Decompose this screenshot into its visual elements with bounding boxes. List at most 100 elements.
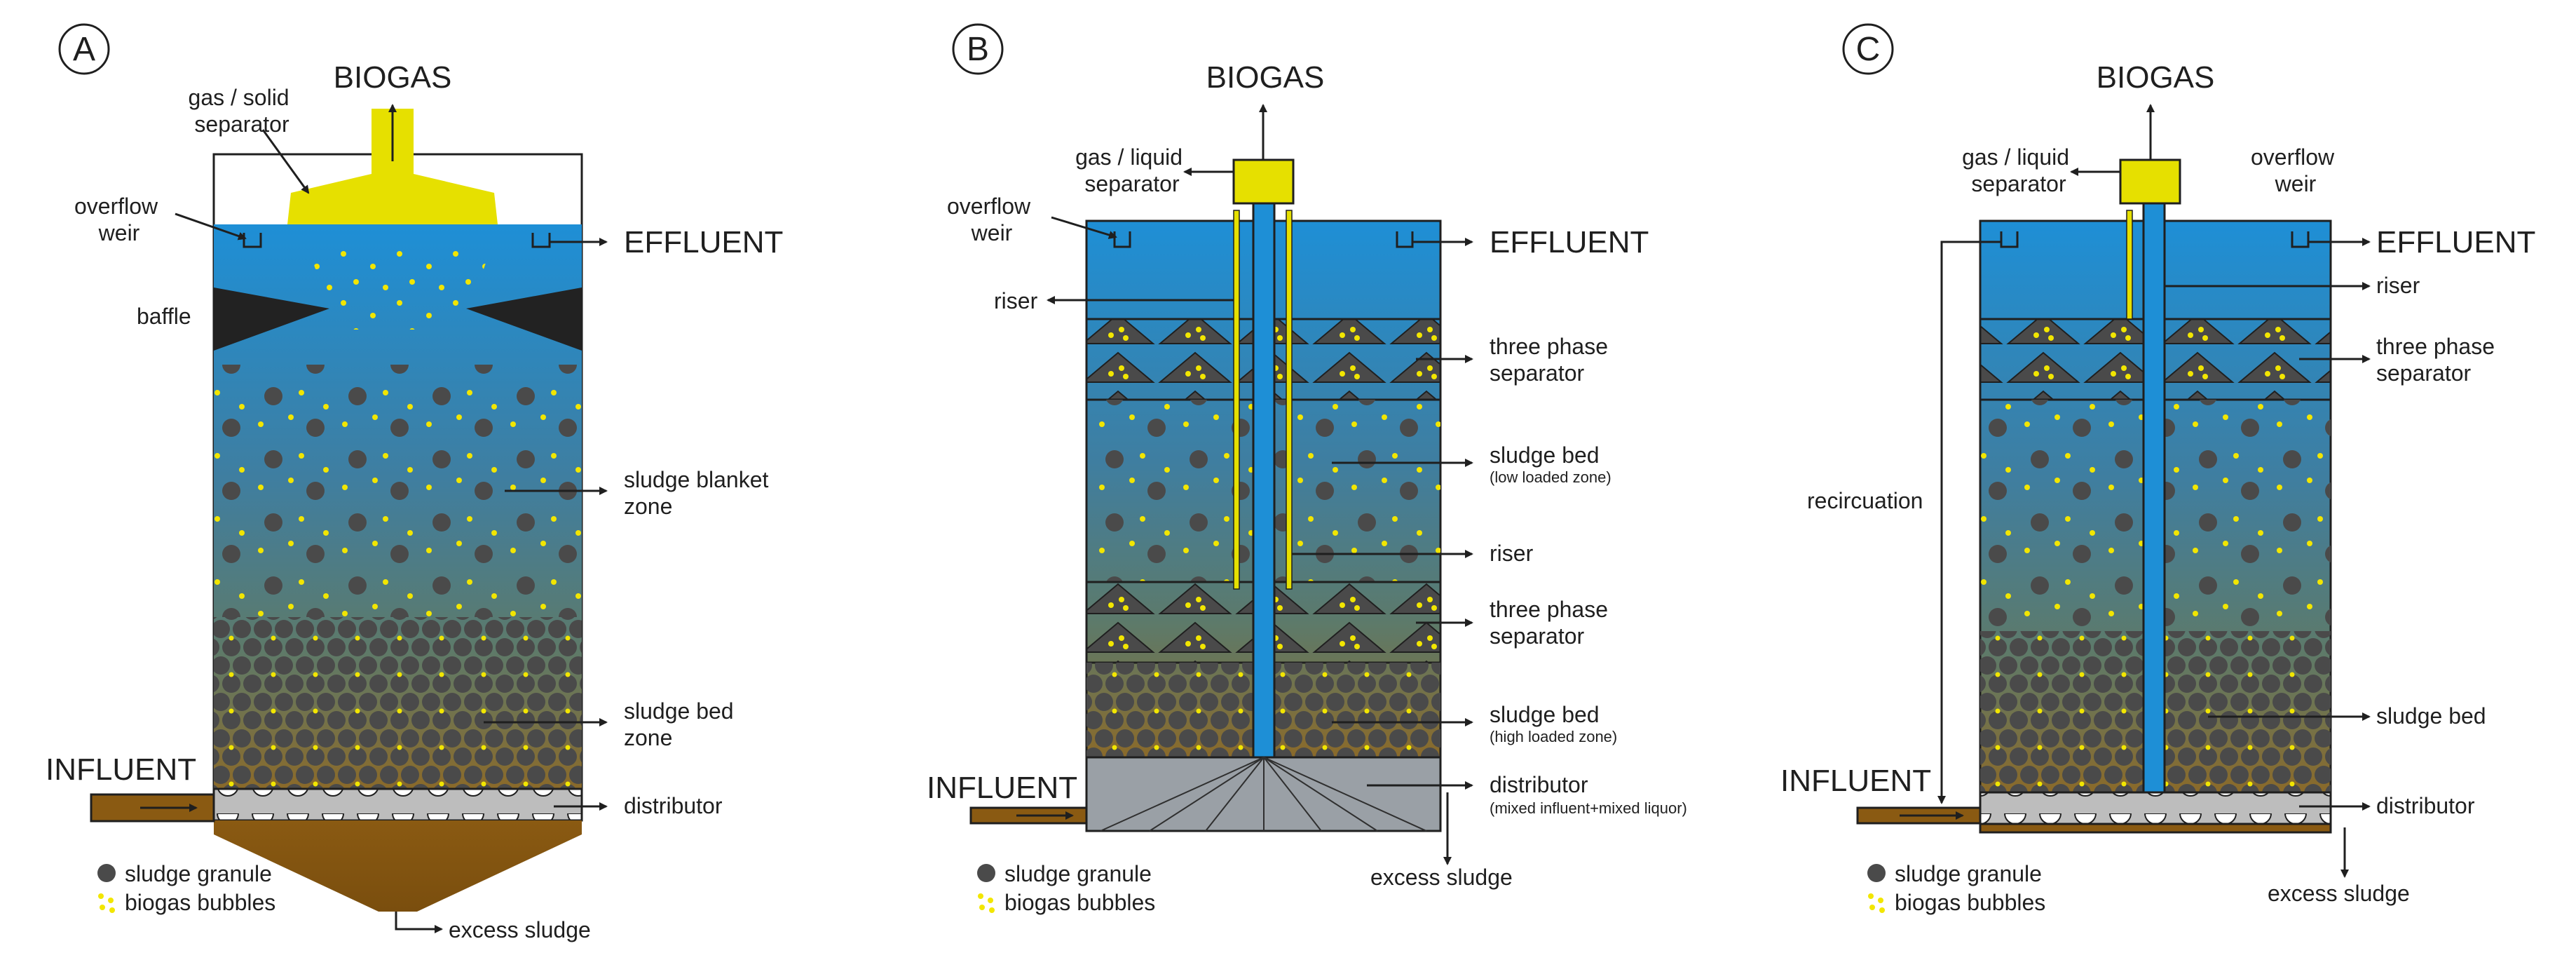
panel-b-badge <box>952 23 1004 75</box>
biogas-label-c: BIOGAS <box>2097 60 2215 95</box>
tps2-label-b-line1: three phase <box>1490 597 1608 622</box>
riser-right-label-b: riser <box>1490 541 1534 566</box>
baffle-left-a <box>214 288 329 351</box>
influent-label-b: INFLUENT <box>927 771 1077 805</box>
bed-label-a: sludge bed zone <box>624 698 740 750</box>
weir-label-a: overflow weir <box>74 194 164 245</box>
separator-label-c: gas / liquid separator <box>1962 144 2076 196</box>
weir-label-b-line2: weir <box>971 220 1013 245</box>
distributor-sub-b: (mixed influent+mixed liquor) <box>1490 799 1687 817</box>
panel-c-badge <box>1842 23 1894 75</box>
recirculation-line-c <box>1937 241 2001 804</box>
riser-pipe-b1 <box>1233 210 1240 590</box>
weir-label-b-line1: overflow <box>947 194 1031 219</box>
baffle-right-a <box>466 288 582 351</box>
weir-label-c-line2: weir <box>2275 171 2317 196</box>
separator-label-b-line2: separator <box>1084 171 1180 196</box>
excess-label-a: excess sludge <box>449 917 591 942</box>
panel-c: C BIOGAS gas / liquid separator overflow… <box>1780 23 2535 915</box>
excess-label-c: excess sludge <box>2268 881 2410 906</box>
panel-a: A BIOGAS gas / solid separator <box>46 23 783 942</box>
gas-solid-separator-a <box>287 109 498 224</box>
tps-label-c-line1: three phase <box>2376 334 2495 359</box>
bed-label-a-line1: sludge bed <box>624 698 734 724</box>
panel-b: B BIOGAS gas / liquid <box>927 23 1687 915</box>
weir-right-a <box>531 233 551 248</box>
baffle-label-a: baffle <box>137 304 191 329</box>
legend-bubble-b: biogas bubbles <box>1004 890 1155 915</box>
bed-low-sub-b: (low loaded zone) <box>1490 468 1611 486</box>
separator-label-a: gas / solid separator <box>189 85 296 137</box>
legend-granule-icon-a <box>97 864 116 882</box>
effluent-label-c: EFFLUENT <box>2376 225 2535 259</box>
downcomer-b <box>1252 202 1276 759</box>
distributor-label-b: distributor <box>1490 772 1588 797</box>
weir-leader-b <box>1051 216 1117 239</box>
effluent-label-a: EFFLUENT <box>624 225 783 259</box>
weir-label-a-line1: overflow <box>74 194 158 219</box>
distributor-label-a: distributor <box>624 793 723 818</box>
weir-left-c <box>2000 231 2019 248</box>
weir-label-c-line1: overflow <box>2251 144 2335 170</box>
separator-label-a-line1: gas / solid <box>189 85 289 110</box>
separator-label-b-line1: gas / liquid <box>1075 144 1183 170</box>
sludge-drain-c <box>1979 823 2332 834</box>
blanket-label-a: sludge blanket zone <box>624 467 775 519</box>
distributor-c <box>1979 791 2332 825</box>
panel-b-letter: B <box>967 31 989 68</box>
legend-bubble-a: biogas bubbles <box>125 890 275 915</box>
tps2-label-b-line2: separator <box>1490 623 1585 649</box>
weir-label-a-line2: weir <box>98 220 140 245</box>
bed-label-c: sludge bed <box>2376 703 2486 729</box>
bed-high-label-b: sludge bed <box>1490 702 1600 727</box>
separator-label-b: gas / liquid separator <box>1075 144 1189 196</box>
distributor-label-c: distributor <box>2376 793 2475 818</box>
tps1-label-b-line1: three phase <box>1490 334 1608 359</box>
legend-bubble-icon-b <box>978 893 995 913</box>
legend-bubble-icon-a <box>98 893 115 913</box>
legend-granule-icon-b <box>977 864 995 882</box>
tps1-label-b: three phase separator <box>1490 334 1614 386</box>
weir-label-b: overflow weir <box>947 194 1037 245</box>
legend-granule-c: sludge granule <box>1895 861 2042 886</box>
legend-bubble-c: biogas bubbles <box>1895 890 2045 915</box>
riser-pipe-b2 <box>1286 210 1293 590</box>
tps-label-c: three phase separator <box>2376 334 2501 386</box>
separator-leader-a <box>261 129 310 194</box>
bed-high-sub-b: (high loaded zone) <box>1490 728 1617 745</box>
separator-label-a-line2: separator <box>194 111 289 137</box>
distributor-lines-b <box>1100 757 1427 832</box>
distributor-a <box>212 787 583 822</box>
legend-granule-b: sludge granule <box>1004 861 1152 886</box>
riser-left-label-b: riser <box>994 288 1038 313</box>
gas-liquid-separator-c <box>2119 158 2181 205</box>
legend-granule-icon-c <box>1867 864 1886 882</box>
panel-c-letter: C <box>1856 31 1881 68</box>
panel-a-letter: A <box>73 31 95 68</box>
panel-a-badge <box>58 23 110 75</box>
blanket-label-a-line2: zone <box>624 494 672 519</box>
effluent-label-b: EFFLUENT <box>1490 225 1649 259</box>
weir-left-b <box>1113 231 1131 248</box>
blanket-label-a-line1: sludge blanket <box>624 467 768 492</box>
weir-label-c: overflow weir <box>2251 144 2340 196</box>
bubble-cloud-a <box>308 249 491 330</box>
influent-label-a: INFLUENT <box>46 752 196 787</box>
riser-pipe-c <box>2126 210 2133 320</box>
bed-label-a-line2: zone <box>624 725 672 750</box>
biogas-label-a: BIOGAS <box>334 60 452 95</box>
gas-liquid-separator-b <box>1232 158 1295 205</box>
legend-bubble-icon-c <box>1868 893 1885 913</box>
tps2-label-b: three phase separator <box>1490 597 1614 649</box>
separator-label-c-line2: separator <box>1971 171 2066 196</box>
recirc-label-c: recircuation <box>1807 488 1923 513</box>
riser-label-c: riser <box>2376 273 2420 298</box>
separator-label-c-line1: gas / liquid <box>1962 144 2069 170</box>
sludge-funnel-a <box>214 820 582 912</box>
weir-leader-a <box>175 212 247 241</box>
biogas-label-b: BIOGAS <box>1206 60 1325 95</box>
weir-right-c <box>2291 231 2310 248</box>
riser-tube-c <box>2142 202 2166 794</box>
excess-label-b: excess sludge <box>1370 865 1513 890</box>
